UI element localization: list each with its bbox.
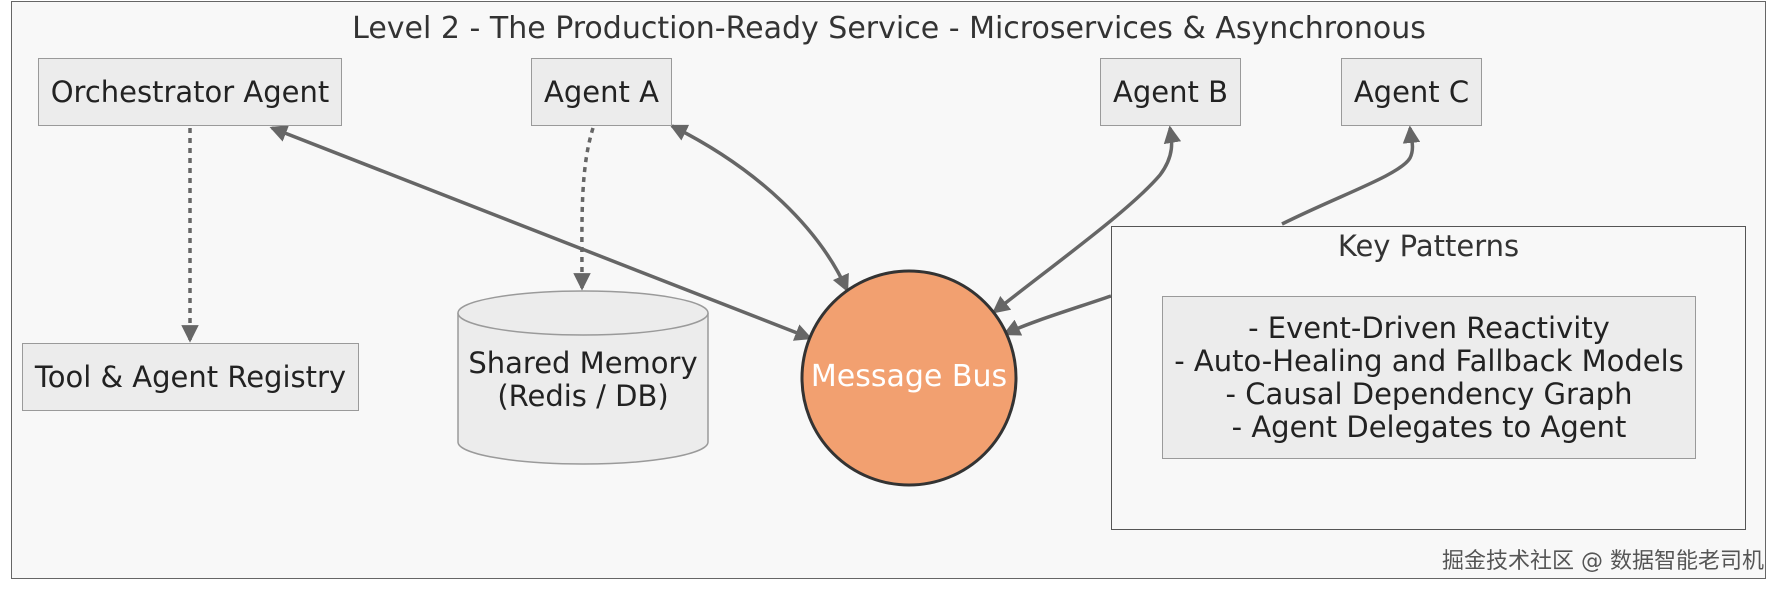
shared-memory-label: Shared Memory (Redis / DB) (458, 347, 708, 413)
tool-agent-registry-node: Tool & Agent Registry (22, 343, 359, 411)
message-bus-circle (800, 269, 1018, 487)
agent-b-label: Agent B (1113, 75, 1228, 109)
agent-c-label: Agent C (1353, 75, 1470, 109)
key-pattern-item: - Event-Driven Reactivity (1248, 310, 1610, 345)
edge-orchestrator-bus (269, 125, 813, 341)
key-pattern-item: - Auto-Healing and Fallback Models (1174, 343, 1684, 378)
key-pattern-item: - Causal Dependency Graph (1225, 376, 1633, 411)
key-patterns-title: Key Patterns (1337, 229, 1520, 263)
edge-agenta-bus (669, 124, 849, 293)
key-patterns-list: - Event-Driven Reactivity - Auto-Healing… (1162, 296, 1696, 459)
diagram-title: Level 2 - The Production-Ready Service -… (352, 11, 1426, 46)
edge-kp-agentc (1281, 125, 1421, 226)
shared-memory-line2: (Redis / DB) (497, 379, 669, 413)
agent-c-node: Agent C (1341, 58, 1482, 126)
agent-a-node: Agent A (531, 58, 672, 126)
shared-memory-line1: Shared Memory (468, 346, 698, 380)
orchestrator-agent-node: Orchestrator Agent (38, 58, 342, 126)
agent-a-label: Agent A (544, 75, 659, 109)
key-pattern-item: - Agent Delegates to Agent (1231, 409, 1627, 444)
message-bus-label: Message Bus (810, 359, 1008, 394)
watermark: 掘金技术社区 @ 数据智能老司机 (1442, 549, 1764, 574)
edge-agenta-memory (573, 127, 595, 291)
orchestrator-agent-label: Orchestrator Agent (50, 75, 330, 109)
edge-kp-bus (1002, 294, 1112, 336)
edge-bus-agentb (991, 125, 1182, 314)
registry-label: Tool & Agent Registry (34, 360, 347, 394)
shared-memory-cylinder (457, 290, 709, 465)
agent-b-node: Agent B (1100, 58, 1241, 126)
